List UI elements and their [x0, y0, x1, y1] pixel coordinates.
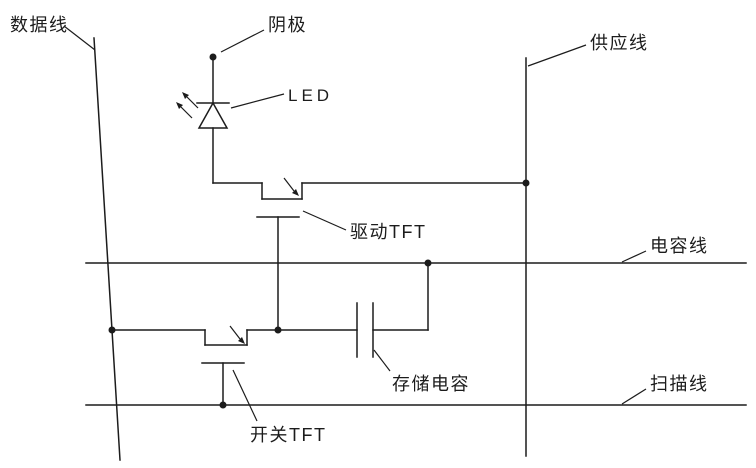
- leader-cathode: [220, 29, 265, 53]
- leader-data-line: [63, 25, 96, 51]
- label-data-line: 数据线: [10, 15, 69, 35]
- label-storage-capacitor: 存储电容: [392, 374, 470, 394]
- storage-capacitor: [277, 262, 429, 358]
- label-scan-line: 扫描线: [650, 374, 709, 394]
- labels: 数据线 阴极 供应线 LED 驱动TFT 电容线 存储电容 扫描线 开关TFT: [10, 15, 709, 445]
- leader-led: [230, 93, 285, 109]
- junction-dot: [108, 326, 116, 334]
- junction-dot: [219, 401, 227, 409]
- light-ray-arrow: [180, 106, 193, 119]
- light-ray-arrowhead-icon: [176, 102, 183, 109]
- leader-supply-line: [527, 44, 587, 67]
- switch-tft: [111, 325, 279, 406]
- label-led: LED: [288, 86, 333, 105]
- leader-capacitor-line: [621, 250, 647, 263]
- data-line: [93, 37, 121, 461]
- led-symbol: [176, 56, 230, 184]
- label-supply-line: 供应线: [590, 33, 649, 53]
- label-capacitor-line: 电容线: [650, 236, 709, 256]
- drive-tft: [212, 177, 527, 331]
- drive-tft-arrowhead-icon: [292, 189, 299, 196]
- junction-dot: [274, 326, 282, 334]
- led-triangle: [197, 101, 229, 129]
- switch-tft-arrowhead-icon: [238, 337, 245, 344]
- switch-tft-channel-arrow: [229, 325, 241, 340]
- junction-dot: [209, 53, 217, 61]
- light-ray-arrow: [186, 96, 199, 109]
- label-drive-tft: 驱动TFT: [350, 222, 427, 242]
- drive-tft-channel-arrow: [283, 177, 295, 192]
- junction-dot: [522, 179, 530, 187]
- junction-dots: [108, 53, 530, 409]
- leader-storage-capacitor: [373, 349, 391, 372]
- label-switch-tft: 开关TFT: [250, 425, 327, 445]
- light-ray-arrowhead-icon: [182, 92, 189, 99]
- leader-switch-tft: [232, 369, 258, 422]
- label-cathode: 阴极: [268, 15, 307, 35]
- leader-lines: [63, 25, 647, 422]
- bus-lines: [85, 37, 747, 461]
- leader-drive-tft: [302, 210, 347, 231]
- junction-dot: [424, 259, 432, 267]
- leader-scan-line: [621, 388, 647, 405]
